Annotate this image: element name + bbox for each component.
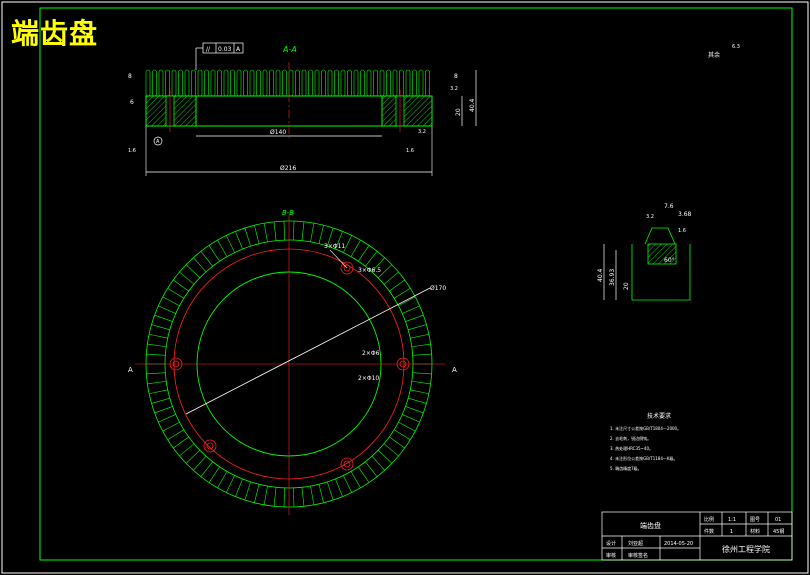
svg-text:1.6: 1.6 xyxy=(128,148,136,154)
title-block xyxy=(601,511,793,561)
svg-text:3.2: 3.2 xyxy=(418,129,426,135)
svg-text:端齿盘: 端齿盘 xyxy=(640,521,661,530)
svg-text:刘亚超: 刘亚超 xyxy=(628,540,643,547)
svg-text:A: A xyxy=(128,366,133,374)
svg-text:Ø140: Ø140 xyxy=(270,129,286,136)
svg-text:3. 热处理HRC35~40。: 3. 热处理HRC35~40。 xyxy=(610,445,653,451)
roughness-note-label: 其余 xyxy=(708,51,720,59)
inner-frame xyxy=(39,7,793,561)
svg-text:3×Φ6.5: 3×Φ6.5 xyxy=(358,267,381,274)
teeth-band xyxy=(145,69,430,97)
svg-text:技术要求: 技术要求 xyxy=(647,412,671,420)
svg-text:6: 6 xyxy=(130,99,134,106)
svg-text:8: 8 xyxy=(454,73,458,80)
svg-text:40.4: 40.4 xyxy=(597,268,604,282)
section-aa-label: A-A xyxy=(282,45,297,54)
svg-text:2×Φ10: 2×Φ10 xyxy=(358,375,379,382)
svg-text:5. 端齿精度7级。: 5. 端齿精度7级。 xyxy=(610,465,642,471)
roughness-note-value: 6.3 xyxy=(732,44,740,50)
tooth-detail: 7.6 3.68 3.2 1.6 60° 40.4 36.93 20 xyxy=(597,203,692,301)
svg-text:40.4: 40.4 xyxy=(469,98,476,112)
svg-text:A: A xyxy=(236,46,241,53)
svg-text:徐州工程学院: 徐州工程学院 xyxy=(722,544,770,554)
svg-text:材料: 材料 xyxy=(750,528,760,535)
section-a-a: A-A // 0.03 A Ø140 Ø216 xyxy=(128,42,477,176)
svg-text:3×Φ11: 3×Φ11 xyxy=(324,243,345,250)
svg-text:A: A xyxy=(156,139,160,145)
svg-text:36.93: 36.93 xyxy=(609,269,616,286)
svg-text:Ø216: Ø216 xyxy=(280,165,296,172)
outer-teeth-ring xyxy=(146,221,432,507)
svg-text:7.6: 7.6 xyxy=(664,203,674,210)
svg-text:20: 20 xyxy=(455,108,462,116)
svg-text:1:1: 1:1 xyxy=(728,517,736,523)
svg-text:20: 20 xyxy=(623,282,630,290)
svg-text:Ø170: Ø170 xyxy=(430,285,446,292)
svg-text:45钢: 45钢 xyxy=(773,528,784,535)
drawing-title: 端齿盘 xyxy=(11,17,99,50)
svg-text:比例: 比例 xyxy=(704,516,714,523)
svg-text:审核签名: 审核签名 xyxy=(628,552,648,559)
svg-text:2014-05-20: 2014-05-20 xyxy=(664,541,693,547)
bolt-holes xyxy=(169,261,410,471)
section-bb-label: B-B xyxy=(282,209,294,217)
svg-text:3.2: 3.2 xyxy=(450,86,458,92)
title-block-text: 端齿盘 比例 1:1 图号 01 件数 1 材料 45钢 设计 刘亚超 2014… xyxy=(606,516,784,559)
svg-text:0.03: 0.03 xyxy=(218,46,232,53)
svg-text:1: 1 xyxy=(730,529,733,535)
svg-text:8: 8 xyxy=(128,73,132,80)
svg-text://: // xyxy=(206,46,211,53)
tolerance-frame: // 0.03 A xyxy=(195,42,244,70)
tech-requirements: 技术要求 1. 未注尺寸公差按GB/T1804—2000。 2. 去毛刺，锐边倒… xyxy=(610,412,681,471)
svg-text:2. 去毛刺，锐边倒钝。: 2. 去毛刺，锐边倒钝。 xyxy=(610,435,651,441)
svg-text:1.6: 1.6 xyxy=(406,148,414,154)
section-b-b: B-B Ø170 3×Φ11 3×Φ6.5 2×Φ6 2×Φ10 A A xyxy=(128,209,457,515)
svg-text:60°: 60° xyxy=(664,257,675,264)
svg-text:A: A xyxy=(452,366,457,374)
svg-text:3.2: 3.2 xyxy=(646,214,654,220)
svg-text:图号: 图号 xyxy=(750,517,760,523)
svg-text:件数: 件数 xyxy=(704,528,714,535)
svg-text:1.6: 1.6 xyxy=(678,228,686,234)
svg-text:1. 未注尺寸公差按GB/T1804—2000。: 1. 未注尺寸公差按GB/T1804—2000。 xyxy=(610,425,681,431)
svg-text:3.68: 3.68 xyxy=(678,211,692,218)
svg-text:4. 未注形位公差按GB/T1184—K级。: 4. 未注形位公差按GB/T1184—K级。 xyxy=(610,455,678,461)
svg-text:审核: 审核 xyxy=(606,552,616,559)
svg-text:设计: 设计 xyxy=(606,540,616,547)
svg-text:01: 01 xyxy=(775,517,781,523)
svg-text:2×Φ6: 2×Φ6 xyxy=(362,350,380,357)
